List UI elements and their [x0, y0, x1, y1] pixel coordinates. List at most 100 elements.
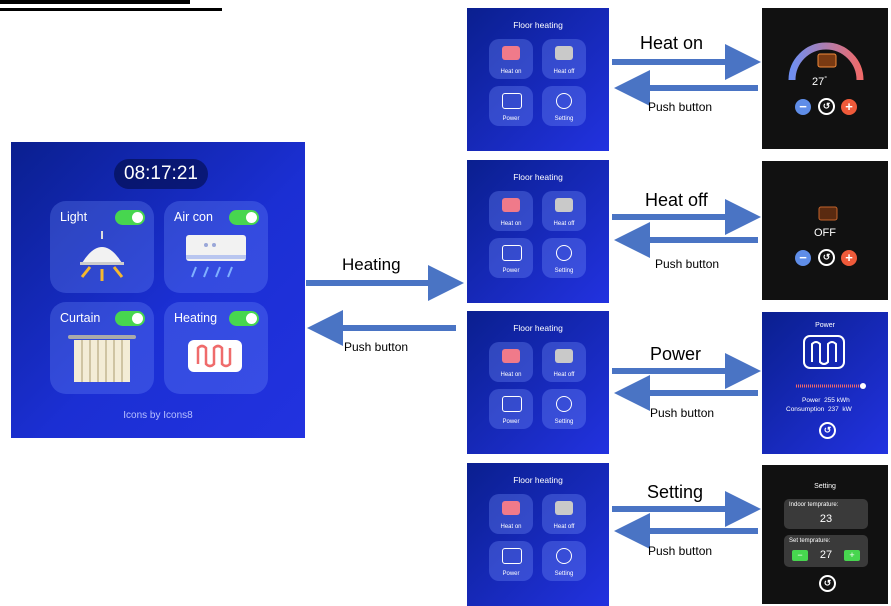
button-caption: Setting — [554, 268, 574, 274]
gear-icon — [556, 548, 572, 564]
menu-title: Floor heating — [513, 172, 563, 182]
menu-title: Floor heating — [513, 20, 563, 30]
curtain-icon — [68, 335, 136, 382]
tile-label: Air con — [174, 210, 213, 224]
setting-button[interactable]: Setting — [542, 86, 586, 126]
home-screen: 08:17:21 Light Air con Curtain — [11, 142, 305, 438]
icon-credit: Icons by Icons8 — [123, 410, 193, 421]
gear-icon — [556, 396, 572, 412]
curtain-toggle[interactable] — [115, 311, 145, 326]
heater-off-icon — [555, 501, 573, 515]
decrease-button[interactable]: − — [795, 99, 811, 115]
row3-forward-label: Power — [650, 344, 702, 364]
main-forward-label: Heating — [342, 255, 401, 274]
header-underline — [0, 8, 222, 11]
heat-off-button[interactable]: Heat off — [542, 191, 586, 231]
indoor-value: 23 — [819, 513, 833, 525]
heater-on-icon — [502, 198, 520, 212]
air-con-toggle[interactable] — [229, 210, 259, 225]
temperature-arc-icon — [788, 42, 864, 81]
power-readout: Power 255 kWh — [802, 397, 850, 404]
air-conditioner-icon — [186, 235, 246, 278]
setting-title: Setting — [814, 483, 836, 490]
menu-title: Floor heating — [513, 475, 563, 485]
light-toggle[interactable] — [115, 210, 145, 225]
back-button[interactable]: ↺ — [819, 422, 836, 439]
power-button[interactable]: Power — [489, 389, 533, 429]
power-graph-icon — [502, 396, 522, 412]
heat-off-status: OFF — [814, 227, 836, 239]
back-button[interactable]: ↺ — [819, 575, 836, 592]
tile-label: Heating — [174, 311, 218, 325]
tile-air-con[interactable]: Air con — [164, 201, 268, 293]
heat-off-screen: OFF − ↺ + — [762, 161, 888, 300]
setting-button[interactable]: Setting — [542, 389, 586, 429]
heat-off-button[interactable]: Heat off — [542, 494, 586, 534]
decrease-button[interactable]: − — [792, 550, 808, 561]
button-caption: Setting — [554, 571, 574, 577]
set-label: Set temprature: — [789, 538, 831, 544]
row3-back-label: Push button — [650, 406, 715, 420]
setting-button[interactable]: Setting — [542, 238, 586, 278]
tile-label: Curtain — [60, 311, 101, 325]
heater-off-icon — [555, 46, 573, 60]
power-title: Power — [815, 322, 835, 329]
power-button[interactable]: Power — [489, 86, 533, 126]
heat-on-button[interactable]: Heat on — [489, 494, 533, 534]
consumption-unit: kW — [842, 406, 852, 413]
button-caption: Heat on — [500, 372, 522, 378]
heating-coil-icon — [796, 335, 866, 389]
row1-forward-label: Heat on — [640, 33, 704, 53]
power-graph-icon — [502, 245, 522, 261]
tile-light[interactable]: Light — [50, 201, 154, 293]
consumption-value: 237 — [827, 406, 839, 413]
heat-on-button[interactable]: Heat on — [489, 39, 533, 79]
button-caption: Heat on — [500, 69, 522, 75]
set-value: 27 — [819, 549, 833, 561]
button-caption: Power — [502, 419, 520, 425]
heat-on-button[interactable]: Heat on — [489, 342, 533, 382]
button-caption: Heat off — [553, 221, 575, 227]
degree-unit: ° — [824, 76, 828, 83]
row1-back-label: Push button — [648, 100, 713, 114]
tile-heating[interactable]: Heating — [164, 302, 268, 394]
decrease-button[interactable]: − — [795, 250, 811, 266]
heating-toggle[interactable] — [229, 311, 259, 326]
increase-button[interactable]: + — [841, 99, 857, 115]
setting-button[interactable]: Setting — [542, 541, 586, 581]
button-caption: Power — [502, 116, 520, 122]
indoor-temperature-card: Indoor temprature: 23 — [784, 499, 868, 529]
power-button[interactable]: Power — [489, 541, 533, 581]
button-caption: Heat on — [500, 524, 522, 530]
menu-title: Floor heating — [513, 323, 563, 333]
setting-screen: Setting Indoor temprature: 23 Set tempra… — [762, 465, 888, 604]
gear-icon — [556, 93, 572, 109]
increase-button[interactable]: + — [841, 250, 857, 266]
power-label: Power — [802, 397, 821, 404]
button-caption: Heat off — [553, 69, 575, 75]
header-rule — [0, 0, 222, 12]
back-button[interactable]: ↺ — [818, 249, 835, 266]
back-button[interactable]: ↺ — [818, 98, 835, 115]
heat-on-button[interactable]: Heat on — [489, 191, 533, 231]
increase-button[interactable]: + — [844, 550, 860, 561]
power-graph-icon — [502, 93, 522, 109]
button-caption: Setting — [554, 419, 574, 425]
button-caption: Heat off — [553, 372, 575, 378]
row2-forward-label: Heat off — [645, 190, 708, 210]
heat-off-button[interactable]: Heat off — [542, 39, 586, 79]
button-caption: Power — [502, 268, 520, 274]
power-screen: Power Power 255 kWh Consumption 237 kW ↺ — [762, 312, 888, 454]
consumption-label: Consumption — [786, 406, 825, 413]
power-graph-icon — [502, 548, 522, 564]
power-button[interactable]: Power — [489, 238, 533, 278]
heat-off-button[interactable]: Heat off — [542, 342, 586, 382]
heater-on-icon — [502, 349, 520, 363]
heater-off-icon — [555, 198, 573, 212]
tile-curtain[interactable]: Curtain — [50, 302, 154, 394]
lamp-icon — [80, 231, 124, 281]
